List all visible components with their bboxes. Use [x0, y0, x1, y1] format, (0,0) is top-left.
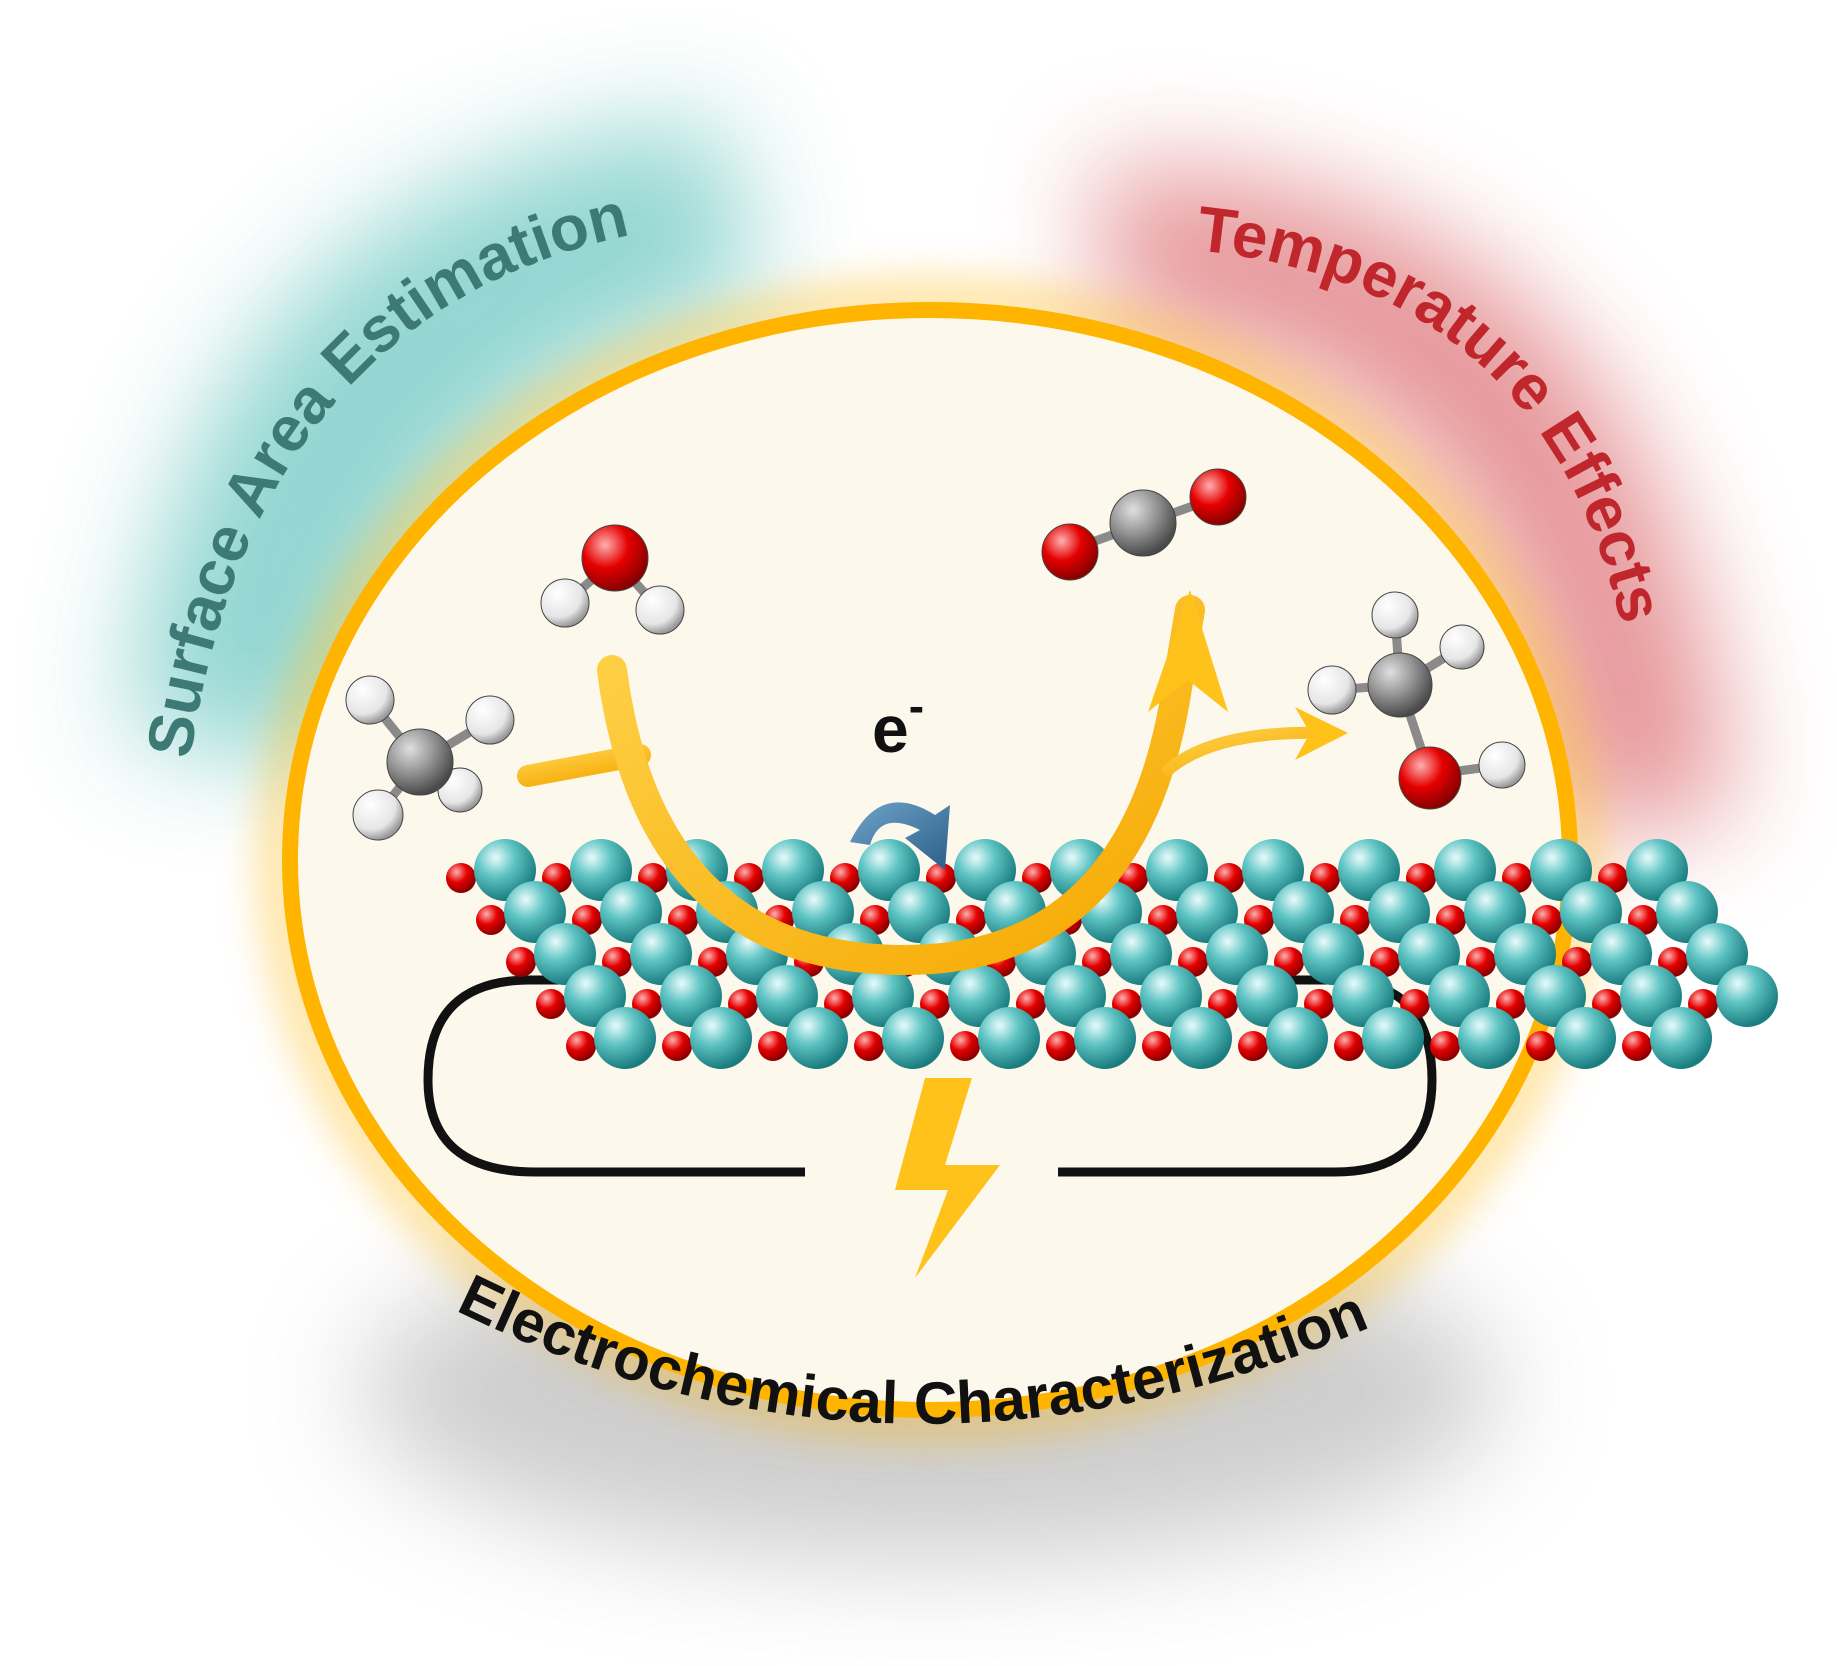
hydrogen-atom [352, 789, 404, 841]
lattice-oxygen-atom [1334, 1031, 1364, 1061]
lattice-metal-atom [1650, 1007, 1712, 1069]
lattice-metal-atom [1074, 1007, 1136, 1069]
lattice-oxygen-atom [1622, 1031, 1652, 1061]
lattice-oxygen-atom [758, 1031, 788, 1061]
lightning-bolt-icon [895, 1078, 1000, 1278]
hydrogen-atom [1307, 665, 1357, 715]
hydrogen-atom [465, 695, 515, 745]
lattice-oxygen-atom [662, 1031, 692, 1061]
lattice-oxygen-atom [476, 905, 506, 935]
electron-charge: - [909, 680, 924, 732]
lattice-metal-atom [786, 1007, 848, 1069]
circuit-wire-left [423, 975, 805, 1177]
hydrogen-atom [540, 578, 590, 628]
lattice-metal-atom [1554, 1007, 1616, 1069]
carbon-dioxide-molecule [1041, 468, 1247, 581]
lattice-oxygen-atom [1526, 1031, 1556, 1061]
lattice-oxygen-atom [1046, 1031, 1076, 1061]
oxygen-atom [1189, 468, 1247, 526]
lattice-oxygen-atom [1238, 1031, 1268, 1061]
lattice-metal-atom [882, 1007, 944, 1069]
lattice-oxygen-atom [566, 1031, 596, 1061]
lattice-oxygen-atom [950, 1031, 980, 1061]
oxygen-atom [581, 524, 649, 592]
lattice-metal-atom [594, 1007, 656, 1069]
lattice-metal-atom [978, 1007, 1040, 1069]
electron-symbol: e [872, 692, 909, 766]
main-pathway-arrow [597, 595, 1205, 976]
water-molecule [540, 524, 685, 635]
molecules [345, 468, 1526, 841]
catalyst-lattice [446, 839, 1778, 1069]
methanol-arrowhead [1295, 707, 1348, 760]
lattice-oxygen-atom [1430, 1031, 1460, 1061]
methanol-molecule [1307, 591, 1526, 810]
hydrogen-atom [635, 585, 685, 635]
lattice-metal-atom [690, 1007, 752, 1069]
oxygen-atom [1398, 746, 1462, 810]
carbon-atom [386, 728, 454, 796]
lattice-oxygen-atom [536, 989, 566, 1019]
lattice-oxygen-atom [1142, 1031, 1172, 1061]
lattice-metal-atom [1362, 1007, 1424, 1069]
teal-glow [130, 120, 760, 760]
lattice-oxygen-atom [446, 863, 476, 893]
red-glow [1090, 169, 1730, 830]
co2-arrowhead [1148, 590, 1228, 712]
methane-molecule [345, 675, 515, 841]
carbon-atom [1367, 652, 1433, 718]
lattice-metal-atom [1458, 1007, 1520, 1069]
hydrogen-atom [1439, 624, 1485, 670]
hydrogen-atom [1478, 741, 1526, 789]
hydrogen-atom [345, 675, 395, 725]
carbon-atom [1109, 489, 1177, 557]
lattice-oxygen-atom [506, 947, 536, 977]
reaction-pathway-arrow-icon [517, 590, 1348, 976]
lattice-metal-atom [1170, 1007, 1232, 1069]
lattice-oxygen-atom [854, 1031, 884, 1061]
methanol-branch-arrow [1162, 726, 1331, 776]
lattice-metal-atom [1716, 965, 1778, 1027]
oxygen-atom [1041, 523, 1099, 581]
lattice-metal-atom [1266, 1007, 1328, 1069]
electron-transfer-arrow-icon [850, 802, 950, 870]
electron-transfer: e- [850, 680, 950, 870]
hydrogen-atom [1371, 591, 1419, 639]
electron-label: e- [872, 680, 924, 766]
